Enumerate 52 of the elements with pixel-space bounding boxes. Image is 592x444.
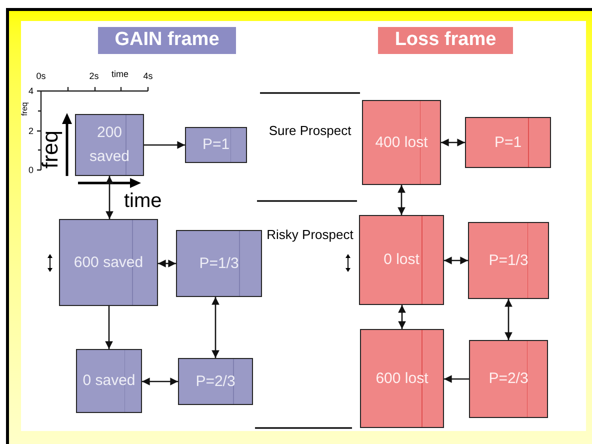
tick-label: 0s <box>35 70 47 83</box>
node-text: P=1/3 <box>488 250 528 270</box>
double-arrow <box>504 299 512 340</box>
outcome-box <box>178 358 253 405</box>
tick-label: 2s <box>88 70 100 83</box>
axis-label: freq <box>36 130 64 170</box>
double-arrow <box>444 256 468 264</box>
tick-label: 0 <box>27 164 34 177</box>
double-arrow <box>212 297 220 358</box>
arrow <box>144 141 185 149</box>
node-text: P=1/3 <box>199 254 239 274</box>
axis-label: time <box>110 68 130 81</box>
node-text: P=1 <box>494 132 522 152</box>
node-text: Loss frame <box>394 28 496 52</box>
outcome-box <box>75 114 144 176</box>
outcome-box <box>76 349 142 413</box>
double-arrow <box>441 138 465 146</box>
axis-label: freq <box>19 101 30 118</box>
double-arrow <box>142 378 178 386</box>
tick-label: 2 <box>27 125 34 138</box>
node-text: 0 saved <box>82 371 136 391</box>
tick-label: 4 <box>27 85 34 98</box>
outcome-box <box>469 340 548 418</box>
outcome-box <box>362 100 441 185</box>
node-text: P=1 <box>202 135 230 155</box>
double-arrow <box>398 305 406 329</box>
outcome-box <box>176 230 262 297</box>
arrow <box>444 375 469 383</box>
double-arrow <box>158 260 176 268</box>
outcome-box <box>465 117 551 168</box>
outcome-box <box>59 219 158 306</box>
outcome-box <box>360 329 444 428</box>
double-arrow <box>398 185 406 215</box>
outcome-box <box>359 215 444 305</box>
node-text: P=2/3 <box>196 372 236 392</box>
node-text: GAIN frame <box>114 28 220 52</box>
frame-banner <box>378 27 513 54</box>
arrow <box>105 306 113 349</box>
node-text: P=2/3 <box>488 369 528 389</box>
node-text: 200 saved <box>88 123 131 167</box>
outcome-box <box>468 222 549 299</box>
node-text: 600 lost <box>376 368 428 388</box>
row-label: Sure Prospect <box>268 122 352 140</box>
tick-label: 4s <box>142 70 154 83</box>
double-arrow <box>106 176 114 219</box>
node-text: 600 saved <box>74 252 144 272</box>
outcome-box <box>185 127 247 163</box>
frame-banner <box>98 27 236 54</box>
axis-label: time <box>124 189 163 214</box>
node-text: 400 lost <box>375 132 428 152</box>
row-label: Risky Prospect <box>266 226 354 244</box>
node-text: 0 lost <box>384 250 420 270</box>
